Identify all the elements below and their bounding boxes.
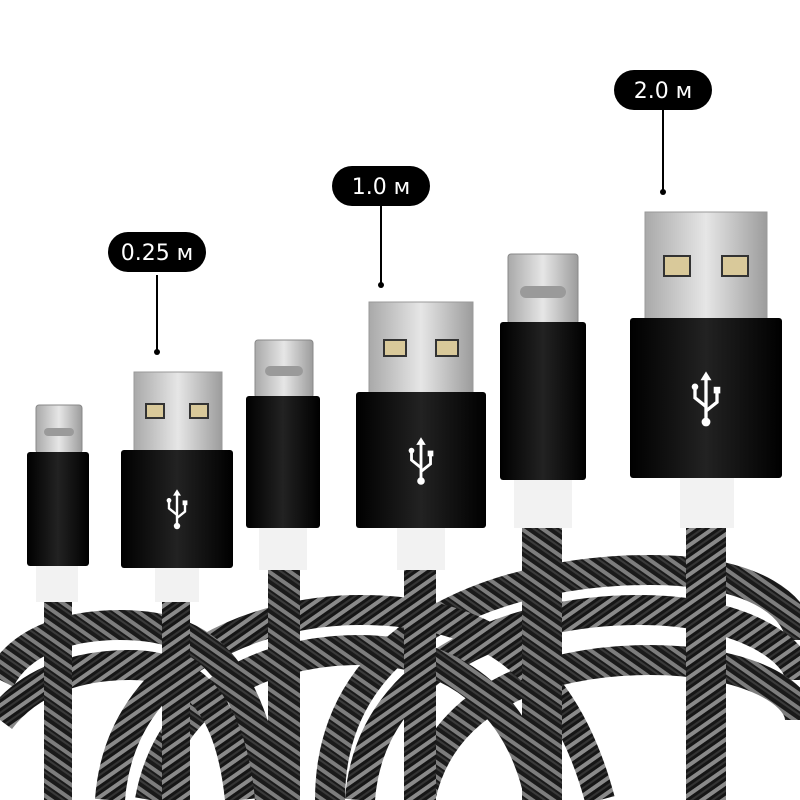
stem-a1 — [162, 600, 190, 800]
stem-c3 — [522, 525, 562, 800]
type-c-connector-large — [500, 253, 586, 528]
cable-stems — [44, 525, 726, 800]
contact-pad-icon — [145, 403, 165, 419]
usb-a-connector-large — [630, 211, 782, 528]
contact-pad-icon — [721, 255, 749, 277]
stem-c1 — [44, 600, 72, 800]
contact-pad-icon — [435, 339, 459, 357]
contact-pad-icon — [663, 255, 691, 277]
coil-small — [0, 609, 285, 800]
length-label-text: 1.0 м — [352, 175, 411, 200]
coil-large-2 — [345, 594, 800, 800]
stem-a2 — [404, 568, 436, 800]
stem-c2 — [268, 568, 300, 800]
usb-a-connector-mid — [356, 301, 486, 570]
contact-pad-icon — [383, 339, 407, 357]
type-c-connector-small — [27, 404, 89, 602]
type-c-connector-mid — [246, 339, 320, 570]
length-label-text: 2.0 м — [634, 79, 693, 104]
coil-small-2 — [0, 649, 255, 800]
usb-a-connector-small — [121, 371, 233, 602]
length-label-025: 0.25 м — [108, 232, 206, 355]
length-label-10: 1.0 м — [332, 166, 430, 288]
length-label-20: 2.0 м — [614, 70, 712, 195]
contact-pad-icon — [189, 403, 209, 419]
coil-large-3 — [405, 644, 800, 800]
stem-a3 — [686, 525, 726, 800]
cable-coils — [0, 554, 800, 800]
length-label-text: 0.25 м — [121, 241, 194, 266]
coil-large — [315, 554, 800, 800]
